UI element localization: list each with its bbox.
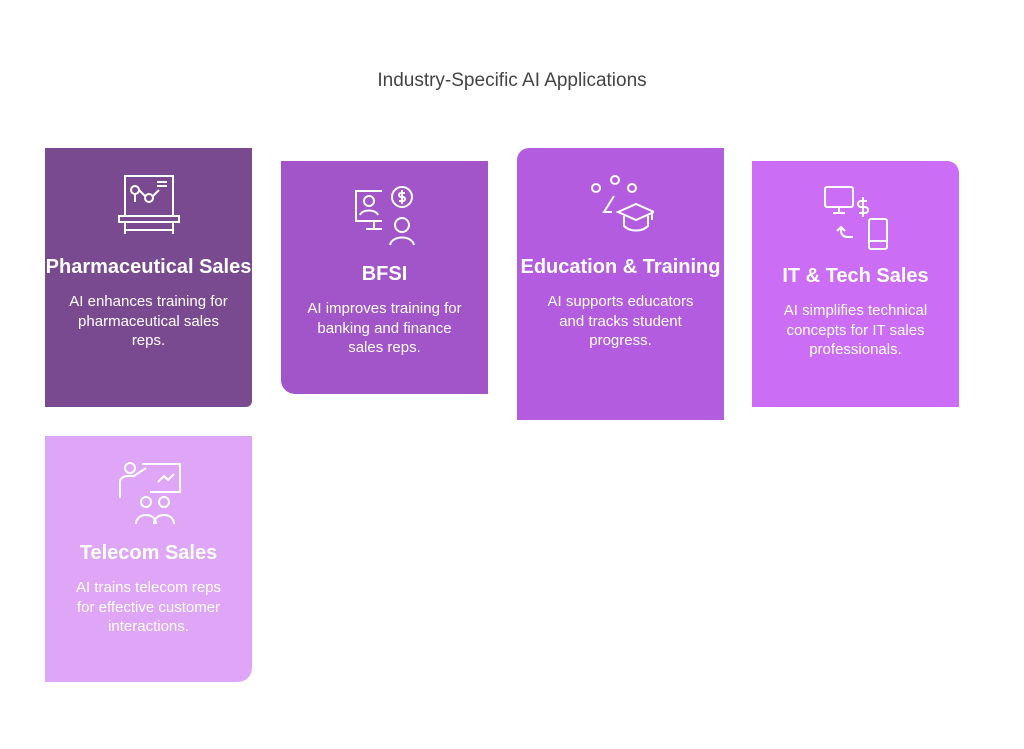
card-description: AI improves training for banking and fin… [307, 300, 462, 356]
card-heading: Education & Training [520, 256, 721, 278]
lab-board-icon [117, 175, 180, 234]
graduation-icon [590, 175, 654, 232]
card-heading: Telecom Sales [79, 542, 218, 564]
card-heading: BFSI [361, 263, 408, 285]
card-description: AI supports educators and tracks student… [547, 293, 694, 349]
card-it-tech-sales: IT & Tech Sales AI simplifies technical … [752, 161, 959, 407]
card-heading: Pharmaceutical Sales [45, 256, 252, 278]
card-telecom-sales: Telecom Sales AI trains telecom reps for… [45, 436, 252, 682]
card-heading: IT & Tech Sales [782, 265, 929, 287]
card-pharmaceutical-sales: Pharmaceutical Sales AI enhances trainin… [45, 148, 252, 407]
card-description: AI trains telecom reps for effective cus… [75, 579, 222, 635]
card-description: AI simplifies technical concepts for IT … [783, 302, 928, 358]
diagram-title: Industry-Specific AI Applications [377, 70, 647, 91]
presentation-icon [118, 462, 181, 525]
card-education-training: Education & Training AI supports educato… [517, 148, 724, 420]
finance-training-icon [354, 186, 415, 246]
tech-sales-icon [823, 186, 888, 250]
card-bfsi: BFSI AI improves training for banking an… [281, 161, 488, 394]
card-description: AI enhances training for pharmaceutical … [69, 293, 228, 349]
